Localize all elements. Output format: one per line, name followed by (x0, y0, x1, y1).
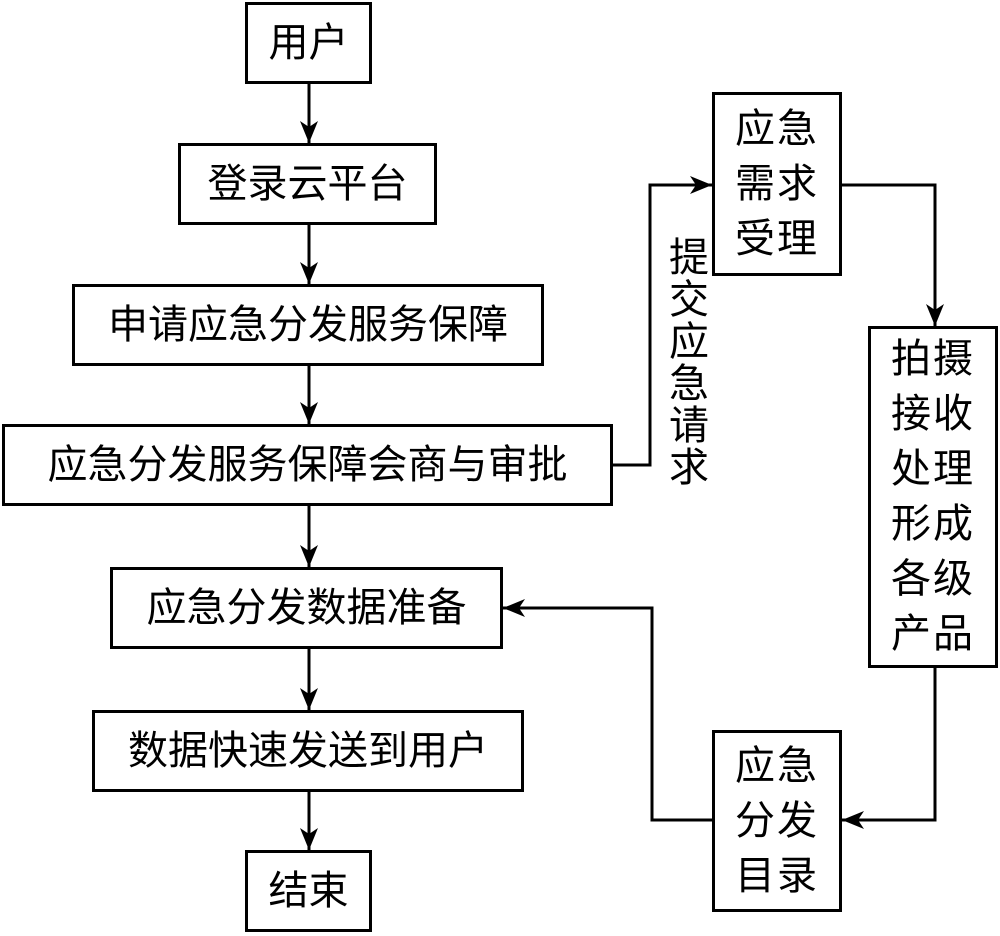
node-login-label: 登录云平台 (207, 161, 408, 207)
node-catalog-line: 目录 (735, 852, 819, 899)
node-produce: 拍摄 接收 处理 形成 各级 产品 (868, 326, 998, 668)
node-produce-line: 形成 (891, 501, 975, 547)
node-demand-accept-line: 受理 (735, 215, 819, 262)
arrow-catalog-to-prepare (503, 599, 712, 822)
node-catalog-line: 应急 (735, 742, 819, 789)
node-apply-label: 申请应急分发服务保障 (108, 302, 508, 348)
node-demand-accept: 应急 需求 受理 (712, 92, 842, 276)
arrow-consult-to-demand-accept (613, 176, 712, 467)
node-catalog-line: 分发 (735, 797, 819, 844)
arrow-demand-accept-to-produce (842, 183, 944, 326)
node-end-label: 结束 (268, 868, 349, 914)
node-prepare: 应急分发数据准备 (110, 567, 503, 649)
node-send-label: 数据快速发送到用户 (128, 728, 488, 774)
arrow-produce-to-catalog (842, 668, 937, 829)
node-demand-accept-line: 需求 (735, 160, 819, 207)
node-catalog: 应急 分发 目录 (712, 730, 842, 912)
node-produce-line: 各级 (891, 556, 975, 602)
node-send: 数据快速发送到用户 (92, 710, 524, 792)
node-apply: 申请应急分发服务保障 (72, 284, 544, 366)
node-produce-line: 产品 (891, 611, 975, 657)
node-user-label: 用户 (268, 20, 349, 66)
node-produce-line: 处理 (891, 446, 975, 492)
node-consult-label: 应急分发服务保障会商与审批 (47, 442, 568, 488)
node-user: 用户 (245, 2, 372, 84)
node-login: 登录云平台 (178, 143, 437, 225)
edge-label-submit-request: 提交应急请求 (662, 236, 708, 488)
node-consult: 应急分发服务保障会商与审批 (2, 424, 613, 506)
node-prepare-label: 应急分发数据准备 (146, 585, 467, 631)
node-produce-line: 接收 (891, 391, 975, 437)
node-end: 结束 (245, 850, 372, 932)
node-demand-accept-line: 应急 (735, 105, 819, 152)
node-produce-line: 拍摄 (891, 336, 975, 382)
